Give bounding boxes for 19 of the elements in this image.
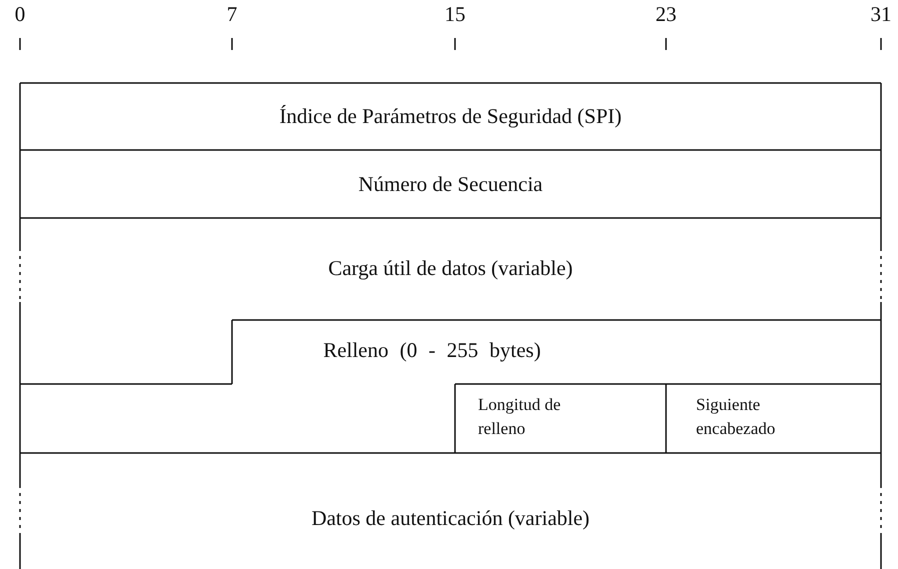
field-label: Datos de autenticación (variable) <box>310 505 591 531</box>
packet-field <box>20 218 881 320</box>
field-label: Índice de Parámetros de Seguridad (SPI) <box>278 103 623 129</box>
field-label: Siguiente encabezado <box>696 394 776 440</box>
packet-field <box>20 453 881 569</box>
bit-number: 7 <box>226 2 238 27</box>
field-label: Carga útil de datos (variable) <box>327 255 574 281</box>
field-label: Relleno (0 - 255 bytes) <box>322 337 542 363</box>
packet-field <box>455 384 666 453</box>
packet-field <box>666 384 881 453</box>
packet-field <box>232 320 881 384</box>
field-label: Número de Secuencia <box>357 171 544 197</box>
bit-number: 0 <box>14 2 26 27</box>
packet-field <box>20 150 881 218</box>
bit-number: 31 <box>870 2 892 27</box>
bit-number: 23 <box>656 2 676 27</box>
field-label: Longitud de relleno <box>478 394 562 440</box>
packet-field <box>20 83 881 150</box>
bit-number: 15 <box>444 2 466 27</box>
